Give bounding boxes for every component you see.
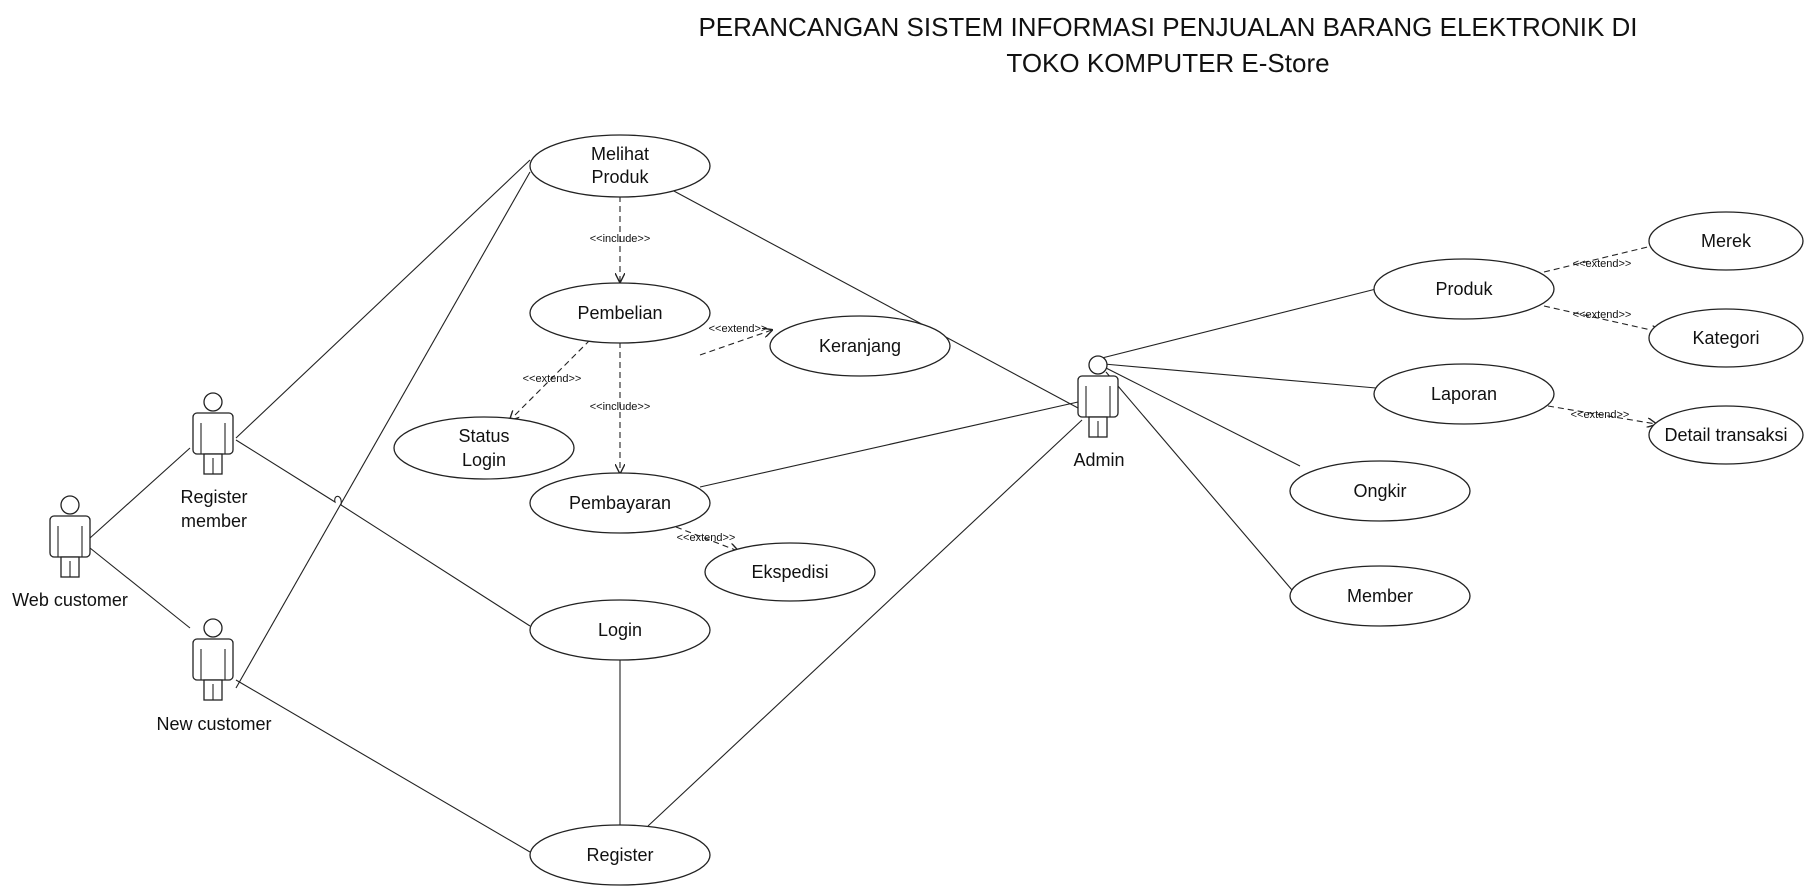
extend-pembelian-keranjang — [699, 330, 772, 356]
use-case-label: Ongkir — [1353, 481, 1406, 501]
stereotype-extend-label: <<extend>> — [523, 373, 582, 385]
use-case-label: Member — [1347, 586, 1413, 606]
use-case-ongkir[interactable]: Ongkir — [1289, 460, 1471, 522]
assoc-admin-melihatproduk — [671, 189, 1079, 409]
assoc-admin-register — [647, 419, 1083, 827]
use-case-kategori[interactable]: Kategori — [1648, 308, 1804, 368]
actor-label: Register — [180, 487, 247, 507]
actor-new-customer[interactable]: New customer — [156, 618, 272, 734]
actor-figure-icon — [49, 495, 91, 578]
actor-label: Web customer — [12, 590, 128, 610]
stereotype-extend-label: <<extend>> — [1573, 309, 1632, 321]
assoc-admin-pembayaran — [699, 401, 1079, 488]
actor-label: New customer — [156, 714, 271, 734]
actor-label: Admin — [1073, 450, 1124, 470]
actor-figure-icon — [192, 618, 234, 701]
use-case-label: Detail transaksi — [1664, 425, 1787, 445]
use-case-label: Produk — [591, 167, 649, 187]
use-case-label: Pembelian — [577, 303, 662, 323]
assoc-admin-laporan — [1103, 363, 1377, 389]
use-case-produk[interactable]: Produk — [1373, 258, 1555, 320]
stereotype-extend-label: <<extend>> — [1571, 409, 1630, 421]
use-case-laporan[interactable]: Laporan — [1373, 363, 1555, 425]
assoc-webcustomer-registermember — [89, 447, 191, 539]
use-case-label: Ekspedisi — [751, 562, 828, 582]
stereotype-include-label: <<include>> — [590, 233, 651, 245]
use-case-pembayaran[interactable]: Pembayaran — [529, 472, 711, 534]
actor-label: member — [181, 511, 247, 531]
actor-admin[interactable]: Admin — [1073, 355, 1125, 470]
use-case-label: Pembayaran — [569, 493, 671, 513]
use-case-ekspedisi[interactable]: Ekspedisi — [704, 542, 876, 602]
stereotype-labels: <<include>> <<include>> <<extend>> <<ext… — [523, 233, 1632, 544]
use-case-merek[interactable]: Merek — [1648, 211, 1804, 271]
stereotype-include-label: <<include>> — [590, 401, 651, 413]
use-case-pembelian[interactable]: Pembelian — [529, 282, 711, 344]
actor-web-customer[interactable]: Web customer — [12, 495, 128, 610]
assoc-newcustomer-register — [235, 679, 531, 853]
assoc-admin-produk — [1101, 288, 1377, 359]
assoc-newcustomer-melihatproduk — [235, 171, 531, 689]
extend-laporan-detailtransaksi — [1547, 405, 1656, 424]
stereotype-extend-label: <<extend>> — [677, 532, 736, 544]
use-case-label: Register — [586, 845, 653, 865]
use-case-label: Status — [458, 426, 509, 446]
use-case-detail-transaksi[interactable]: Detail transaksi — [1648, 405, 1804, 465]
use-case-label: Login — [462, 450, 506, 470]
use-case-label: Kategori — [1692, 328, 1759, 348]
use-case-login[interactable]: Login — [529, 599, 711, 661]
actor-register-member[interactable]: Register member — [180, 392, 248, 531]
assoc-webcustomer-newcustomer — [89, 547, 191, 629]
use-case-label: Merek — [1701, 231, 1752, 251]
diagram-title-line1: PERANCANGAN SISTEM INFORMASI PENJUALAN B… — [698, 12, 1637, 42]
assoc-admin-member — [1105, 371, 1293, 591]
assoc-registermember-login — [235, 439, 531, 627]
use-case-label: Produk — [1435, 279, 1493, 299]
extend-pembelian-statuslogin — [510, 339, 591, 420]
actor-figure-icon — [1077, 355, 1119, 438]
use-case-keranjang[interactable]: Keranjang — [769, 315, 951, 377]
use-case-member[interactable]: Member — [1289, 565, 1471, 627]
association-lines — [89, 159, 1377, 853]
stereotype-extend-label: <<extend>> — [709, 323, 768, 335]
assoc-registermember-melihatproduk — [235, 159, 531, 439]
use-case-melihat-produk[interactable]: Melihat Produk — [529, 134, 711, 198]
actor-figure-icon — [192, 392, 234, 475]
dependency-lines — [510, 196, 1660, 551]
use-case-label: Keranjang — [819, 336, 901, 356]
stereotype-extend-label: <<extend>> — [1573, 258, 1632, 270]
use-case-label: Login — [598, 620, 642, 640]
use-case-status-login[interactable]: Status Login — [393, 416, 575, 480]
use-case-register[interactable]: Register — [529, 824, 711, 886]
use-case-label: Melihat — [591, 144, 649, 164]
use-case-label: Laporan — [1431, 384, 1497, 404]
assoc-admin-ongkir — [1105, 367, 1301, 467]
diagram-title-line2: TOKO KOMPUTER E-Store — [1006, 48, 1329, 78]
extend-pembayaran-ekspedisi — [675, 526, 738, 551]
